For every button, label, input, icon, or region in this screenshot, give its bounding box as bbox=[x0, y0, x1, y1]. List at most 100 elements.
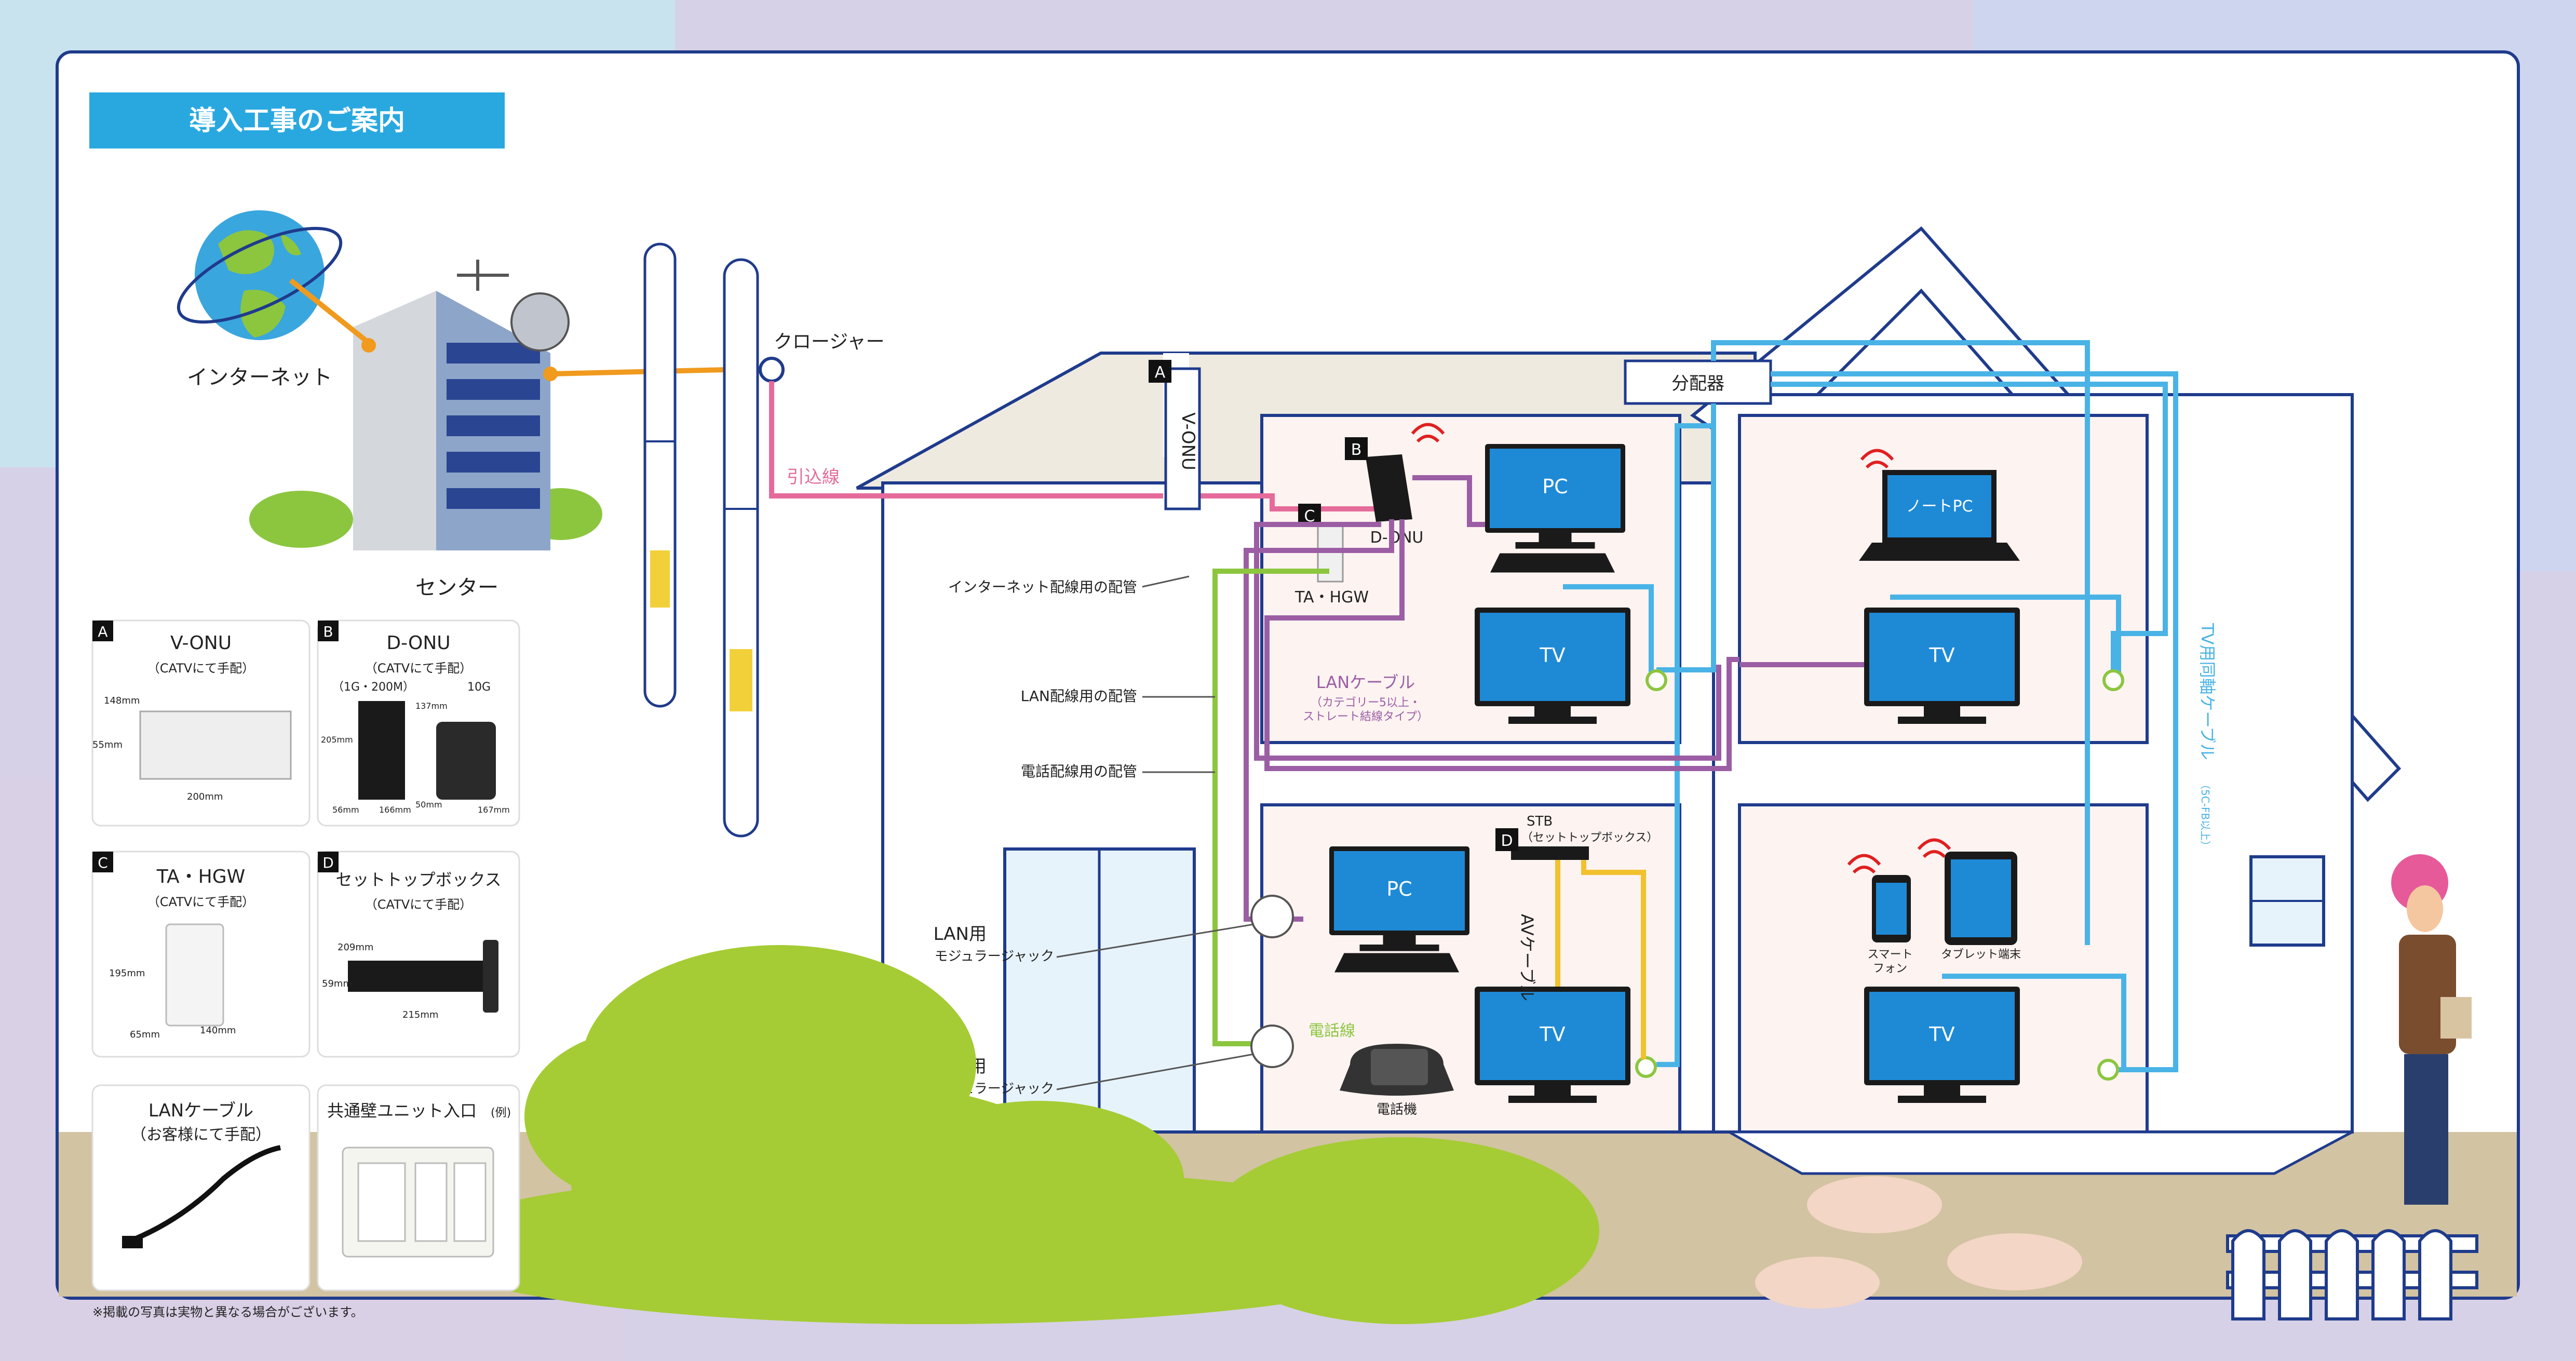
card-a-dim-height: 55mm bbox=[92, 739, 123, 750]
lan-cable-note1: （カテゴリー5以上・ bbox=[1311, 696, 1421, 709]
stb-device bbox=[1511, 846, 1589, 860]
v-onu-device bbox=[1164, 367, 1201, 510]
notepc-label: ノートPC bbox=[1906, 497, 1973, 516]
stepping-stones bbox=[1755, 1176, 2082, 1309]
card-b-dim-h1: 205mm bbox=[321, 735, 353, 745]
v-onu-label: V-ONU bbox=[1178, 412, 1198, 470]
tv-label-upper-right: TV bbox=[1928, 644, 1954, 667]
pc-label-lower: PC bbox=[1386, 878, 1412, 900]
closure-label: クロージャー bbox=[774, 331, 884, 353]
internet-conduit-label: インターネット配線用の配管 bbox=[948, 578, 1137, 596]
card-c: C TA・HGW （CATVにて手配） 195mm 65mm 140mm bbox=[91, 851, 311, 1058]
card-b-subtitle: （CATVにて手配） bbox=[365, 661, 472, 676]
tv-label-lower-left: TV bbox=[1539, 1023, 1565, 1046]
card-b-sub1: （1G・200M） bbox=[332, 681, 414, 694]
tv-label-lower-right: TV bbox=[1928, 1023, 1954, 1046]
splitter-label: 分配器 bbox=[1671, 373, 1724, 394]
marker-b-text: B bbox=[1351, 441, 1362, 459]
marker-a bbox=[1149, 360, 1171, 383]
lan-conduit-label: LAN配線用の配管 bbox=[1021, 688, 1137, 705]
utility-poles bbox=[643, 242, 759, 838]
phone-conduit-label: 電話配線用の配管 bbox=[1021, 763, 1137, 780]
marker-d bbox=[1495, 828, 1518, 851]
card-a-dim-width: 200mm bbox=[187, 791, 223, 802]
card-d-title: セットトップボックス bbox=[335, 870, 501, 890]
lan-jack-label2: モジュラージャック bbox=[935, 949, 1054, 964]
title-box bbox=[89, 92, 505, 149]
card-b-dim-w1a: 56mm bbox=[332, 805, 359, 815]
internet-label: インターネット bbox=[187, 366, 332, 389]
card-d: D セットトップボックス （CATVにて手配） 209mm 59mm 215mm bbox=[317, 851, 520, 1058]
card-c-letter: C bbox=[98, 854, 108, 871]
tv-coax-label: TV用同軸ケーブル bbox=[2197, 623, 2217, 760]
card-wall-title: 共通壁ユニット入口 bbox=[327, 1101, 477, 1121]
card-b-dim-w1b: 166mm bbox=[379, 805, 411, 815]
telephone-icon bbox=[1340, 1044, 1454, 1096]
drop-line-label: 引込線 bbox=[787, 467, 840, 488]
coax-lines bbox=[1563, 340, 2178, 1072]
ta-hgw-label: TA・HGW bbox=[1294, 588, 1369, 607]
keyboard-upper bbox=[1490, 553, 1615, 573]
footnote: ※掲載の写真は実物と異なる場合がございます。 bbox=[92, 1305, 363, 1319]
phone-label: 電話機 bbox=[1377, 1102, 1417, 1117]
card-a: A V-ONU （CATVにて手配） 148mm 55mm 200mm bbox=[91, 619, 311, 827]
phone-jack bbox=[1250, 1025, 1294, 1068]
card-c-dim-height: 195mm bbox=[109, 968, 145, 979]
card-c-dim-width: 140mm bbox=[200, 1025, 236, 1036]
card-c-subtitle: （CATVにて手配） bbox=[147, 895, 254, 909]
tablet-label: タブレット端末 bbox=[1941, 948, 2021, 961]
card-d-dim-height: 59mm bbox=[322, 978, 352, 989]
lan-jack-label1: LAN用 bbox=[934, 924, 987, 945]
card-c-dim-depth: 65mm bbox=[130, 1029, 160, 1040]
splitter-box bbox=[1624, 359, 1772, 405]
fence bbox=[2226, 1229, 2478, 1320]
closure-point bbox=[759, 357, 785, 383]
lan-cable-label: LANケーブル bbox=[1316, 672, 1415, 692]
center-building bbox=[249, 260, 602, 550]
drop-line bbox=[769, 381, 1376, 511]
tablet-icon bbox=[1917, 838, 2017, 945]
card-d-subtitle: （CATVにて手配） bbox=[365, 897, 472, 912]
card-b-title: D-ONU bbox=[386, 632, 450, 654]
card-a-subtitle: （CATVにて手配） bbox=[147, 661, 254, 676]
card-wall: 共通壁ユニット入口 (例) bbox=[317, 1084, 520, 1291]
bush-bottom bbox=[415, 1101, 1599, 1324]
stb-label: STB bbox=[1527, 814, 1553, 829]
marker-d-text: D bbox=[1501, 832, 1513, 850]
center-label: センター bbox=[415, 576, 498, 600]
d-onu-label: D-ONU bbox=[1370, 529, 1424, 547]
smartphone-label1: スマート bbox=[1867, 948, 1912, 961]
laptop-icon bbox=[1859, 449, 2020, 561]
card-b: B D-ONU （CATVにて手配） （1G・200M） 10G 205mm 5… bbox=[317, 619, 520, 827]
card-d-dim-depth: 209mm bbox=[338, 942, 373, 953]
card-lan: LANケーブル （お客様にて手配） bbox=[91, 1084, 311, 1291]
card-wall-suffix: (例) bbox=[491, 1107, 511, 1120]
card-c-title: TA・HGW bbox=[156, 866, 245, 887]
person-illustration bbox=[2391, 854, 2472, 1205]
av-cable bbox=[1555, 860, 1646, 1059]
card-lan-title1: LANケーブル bbox=[149, 1100, 253, 1121]
phone-line-label: 電話線 bbox=[1309, 1022, 1355, 1040]
d-onu-device bbox=[1366, 423, 1445, 522]
card-a-dim-depth: 148mm bbox=[104, 695, 140, 706]
card-lan-title2: （お客様にて手配） bbox=[131, 1126, 271, 1144]
card-b-sub2: 10G bbox=[467, 681, 491, 694]
tv-label-upper-left: TV bbox=[1539, 644, 1565, 667]
marker-b bbox=[1345, 437, 1368, 460]
pc-label-upper: PC bbox=[1542, 475, 1568, 498]
lan-cable-note2: ストレート結線タイプ） bbox=[1303, 710, 1428, 723]
keyboard-lower bbox=[1334, 953, 1459, 973]
phone-lines bbox=[1212, 569, 1329, 1046]
page-title: 導入工事のご案内 bbox=[189, 105, 405, 137]
card-d-dim-width: 215mm bbox=[402, 1009, 438, 1020]
card-d-letter: D bbox=[322, 854, 334, 871]
card-a-title: V-ONU bbox=[170, 632, 232, 654]
av-cable-label: AVケーブル bbox=[1517, 914, 1537, 1001]
globe-icon bbox=[177, 210, 343, 340]
lan-jack bbox=[1250, 895, 1294, 938]
tv-coax-note: （5C-FB以上） bbox=[2199, 779, 2211, 851]
card-a-letter: A bbox=[98, 623, 107, 640]
card-b-letter: B bbox=[323, 623, 333, 640]
marker-c-text: C bbox=[1304, 507, 1315, 525]
